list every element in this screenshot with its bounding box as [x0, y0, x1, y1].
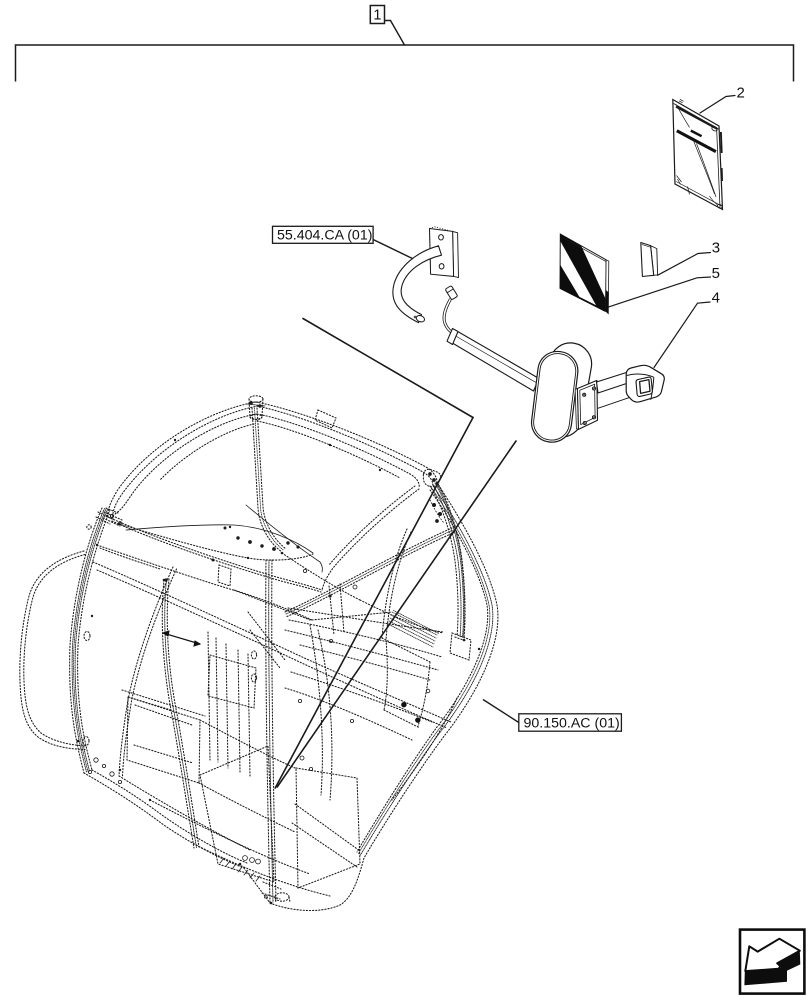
svg-text:2: 2: [737, 84, 745, 101]
svg-text:4: 4: [712, 290, 720, 307]
svg-text:55.404.CA (01): 55.404.CA (01): [277, 228, 372, 244]
svg-text:90.150.AC (01): 90.150.AC (01): [524, 716, 620, 732]
svg-text:3: 3: [712, 240, 720, 257]
svg-text:5: 5: [712, 265, 720, 282]
svg-text:1: 1: [373, 7, 381, 23]
